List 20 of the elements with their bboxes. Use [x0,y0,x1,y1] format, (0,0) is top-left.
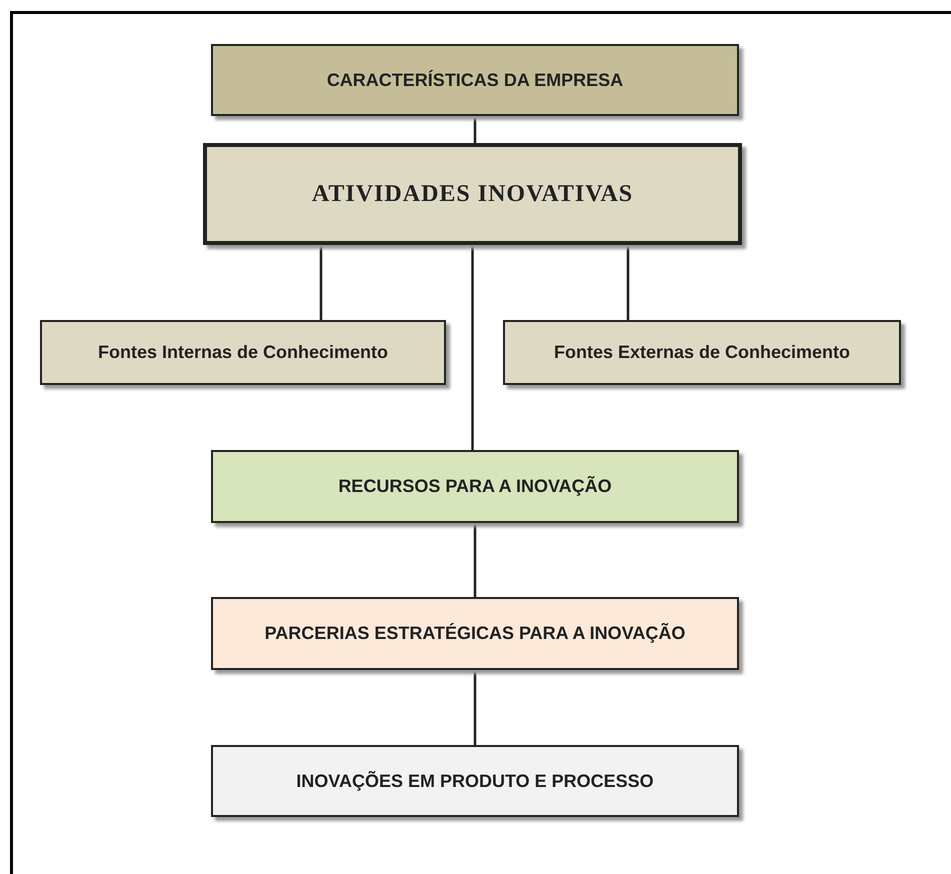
box-label: CARACTERÍSTICAS DA EMPRESA [326,70,624,90]
connector-line [474,670,476,745]
process-box [211,745,739,817]
main-process-box [203,143,742,245]
box-label: PARCERIAS ESTRATÉGICAS PARA A INOVAÇÃO [264,623,686,644]
connector-line [626,245,630,320]
box-label: Fontes Internas de Conhecimento [98,342,388,363]
box-label: RECURSOS PARA A INOVAÇÃO [338,476,612,497]
box-label: INOVAÇÕES EM PRODUTO E PROCESSO [296,770,654,792]
process-box [211,44,739,116]
connector-line [474,116,476,143]
connector-line [320,245,322,320]
connector-line [474,523,476,597]
connector-line [471,245,474,450]
process-box [40,320,446,385]
box-label: ATIVIDADES INOVATIVAS [312,180,634,208]
process-box [211,450,739,523]
box-label: Fontes Externas de Conhecimento [554,342,850,363]
process-box [503,320,901,385]
process-box [211,597,739,670]
